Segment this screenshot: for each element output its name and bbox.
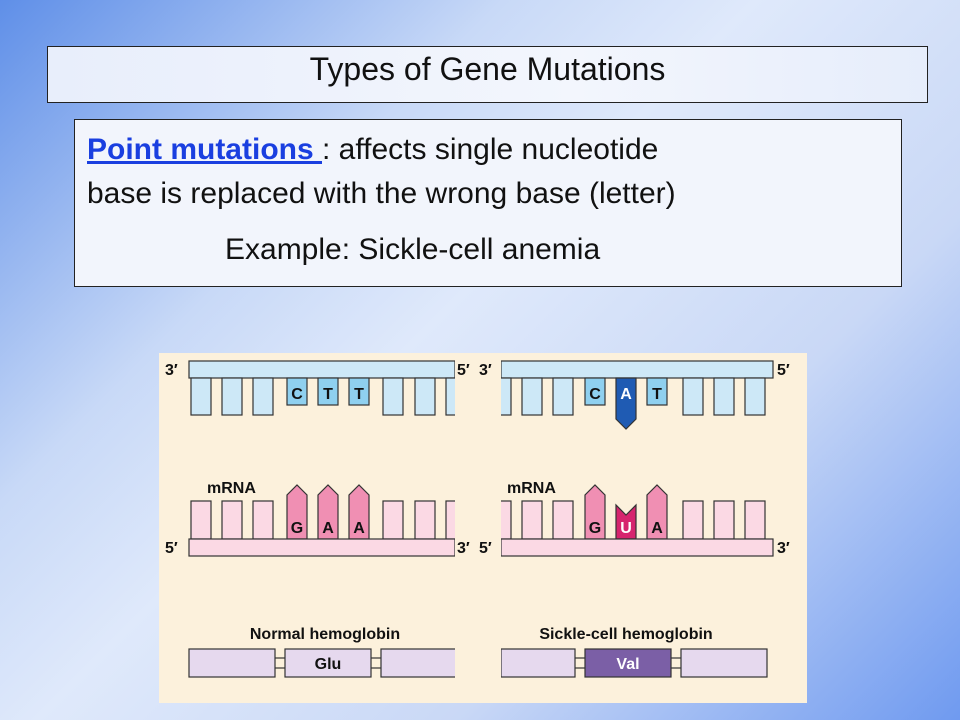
mrna-base-normal-1: G bbox=[291, 520, 303, 537]
dna-base-sickle-box-3 bbox=[646, 377, 668, 406]
dna-end-3-left: 3′ bbox=[165, 362, 178, 379]
normal-hemoglobin-label: Normal hemoglobin bbox=[250, 626, 400, 643]
mrna-base-sickle-1: G bbox=[589, 520, 601, 537]
dna-strand-sickle bbox=[501, 360, 774, 379]
mrna-teeth-normal bbox=[190, 500, 455, 540]
definition-line1: : affects single nucleotide bbox=[322, 133, 659, 166]
mrna-label-normal: mRNA bbox=[207, 480, 256, 497]
mrna-end-5-left: 5′ bbox=[165, 540, 178, 557]
sickle-hemoglobin-label: Sickle-cell hemoglobin bbox=[539, 626, 712, 643]
amino-acid-val: Val bbox=[616, 656, 639, 673]
example-text: Example: Sickle-cell anemia bbox=[225, 233, 601, 266]
dna-end-3-right: 3′ bbox=[479, 362, 492, 379]
mrna-label-sickle: mRNA bbox=[507, 480, 556, 497]
dna-teeth-normal bbox=[190, 377, 455, 416]
mrna-bases-normal bbox=[286, 484, 370, 540]
dna-base-normal-2: T bbox=[323, 386, 333, 403]
mrna-strand-sickle bbox=[501, 538, 774, 557]
definition-line2: base is replaced with the wrong base (le… bbox=[87, 177, 676, 210]
dna-base-normal-3: T bbox=[354, 386, 364, 403]
amino-acid-glu: Glu bbox=[315, 656, 342, 673]
dna-bases-normal: C T T bbox=[286, 377, 370, 406]
protein-chain-normal bbox=[188, 648, 455, 678]
normal-panel: C T T mRNA G A A Normal hemoglobin bbox=[188, 360, 455, 678]
dna-base-sickle-3: T bbox=[652, 386, 662, 403]
dna-base-sickle-box-1 bbox=[584, 377, 606, 406]
slide-title: Types of Gene Mutations bbox=[47, 46, 928, 103]
definition-box: Point mutations : affects single nucleot… bbox=[74, 119, 902, 287]
mrna-teeth-sickle bbox=[501, 500, 766, 540]
mrna-base-sickle-3: A bbox=[651, 520, 663, 537]
diagram-svg: C T T mRNA G A A Normal hemoglobin bbox=[165, 360, 790, 678]
dna-end-5-left: 5′ bbox=[457, 362, 470, 379]
mrna-end-3-right: 3′ bbox=[777, 540, 790, 557]
protein-chain-sickle bbox=[501, 648, 768, 678]
dna-base-normal-1: C bbox=[291, 386, 303, 403]
dna-end-5-right: 5′ bbox=[777, 362, 790, 379]
sickle-panel: C A T mRNA G U A Sickle-cell hemoglobin bbox=[501, 360, 774, 678]
mrna-strand-normal bbox=[188, 538, 455, 557]
mrna-base-normal-2: A bbox=[322, 520, 334, 537]
mutation-diagram: C T T mRNA G A A Normal hemoglobin bbox=[159, 353, 807, 703]
dna-base-sickle-2: A bbox=[620, 386, 632, 403]
mrna-end-3-left: 3′ bbox=[457, 540, 470, 557]
mrna-base-sickle-2: U bbox=[620, 520, 632, 537]
point-mutations-link[interactable]: Point mutations bbox=[87, 133, 322, 166]
dna-teeth-sickle bbox=[501, 377, 766, 416]
dna-strand-normal bbox=[188, 360, 455, 379]
mrna-end-5-right: 5′ bbox=[479, 540, 492, 557]
mrna-base-normal-3: A bbox=[353, 520, 365, 537]
dna-mutant-base bbox=[615, 377, 637, 430]
dna-base-sickle-1: C bbox=[589, 386, 601, 403]
